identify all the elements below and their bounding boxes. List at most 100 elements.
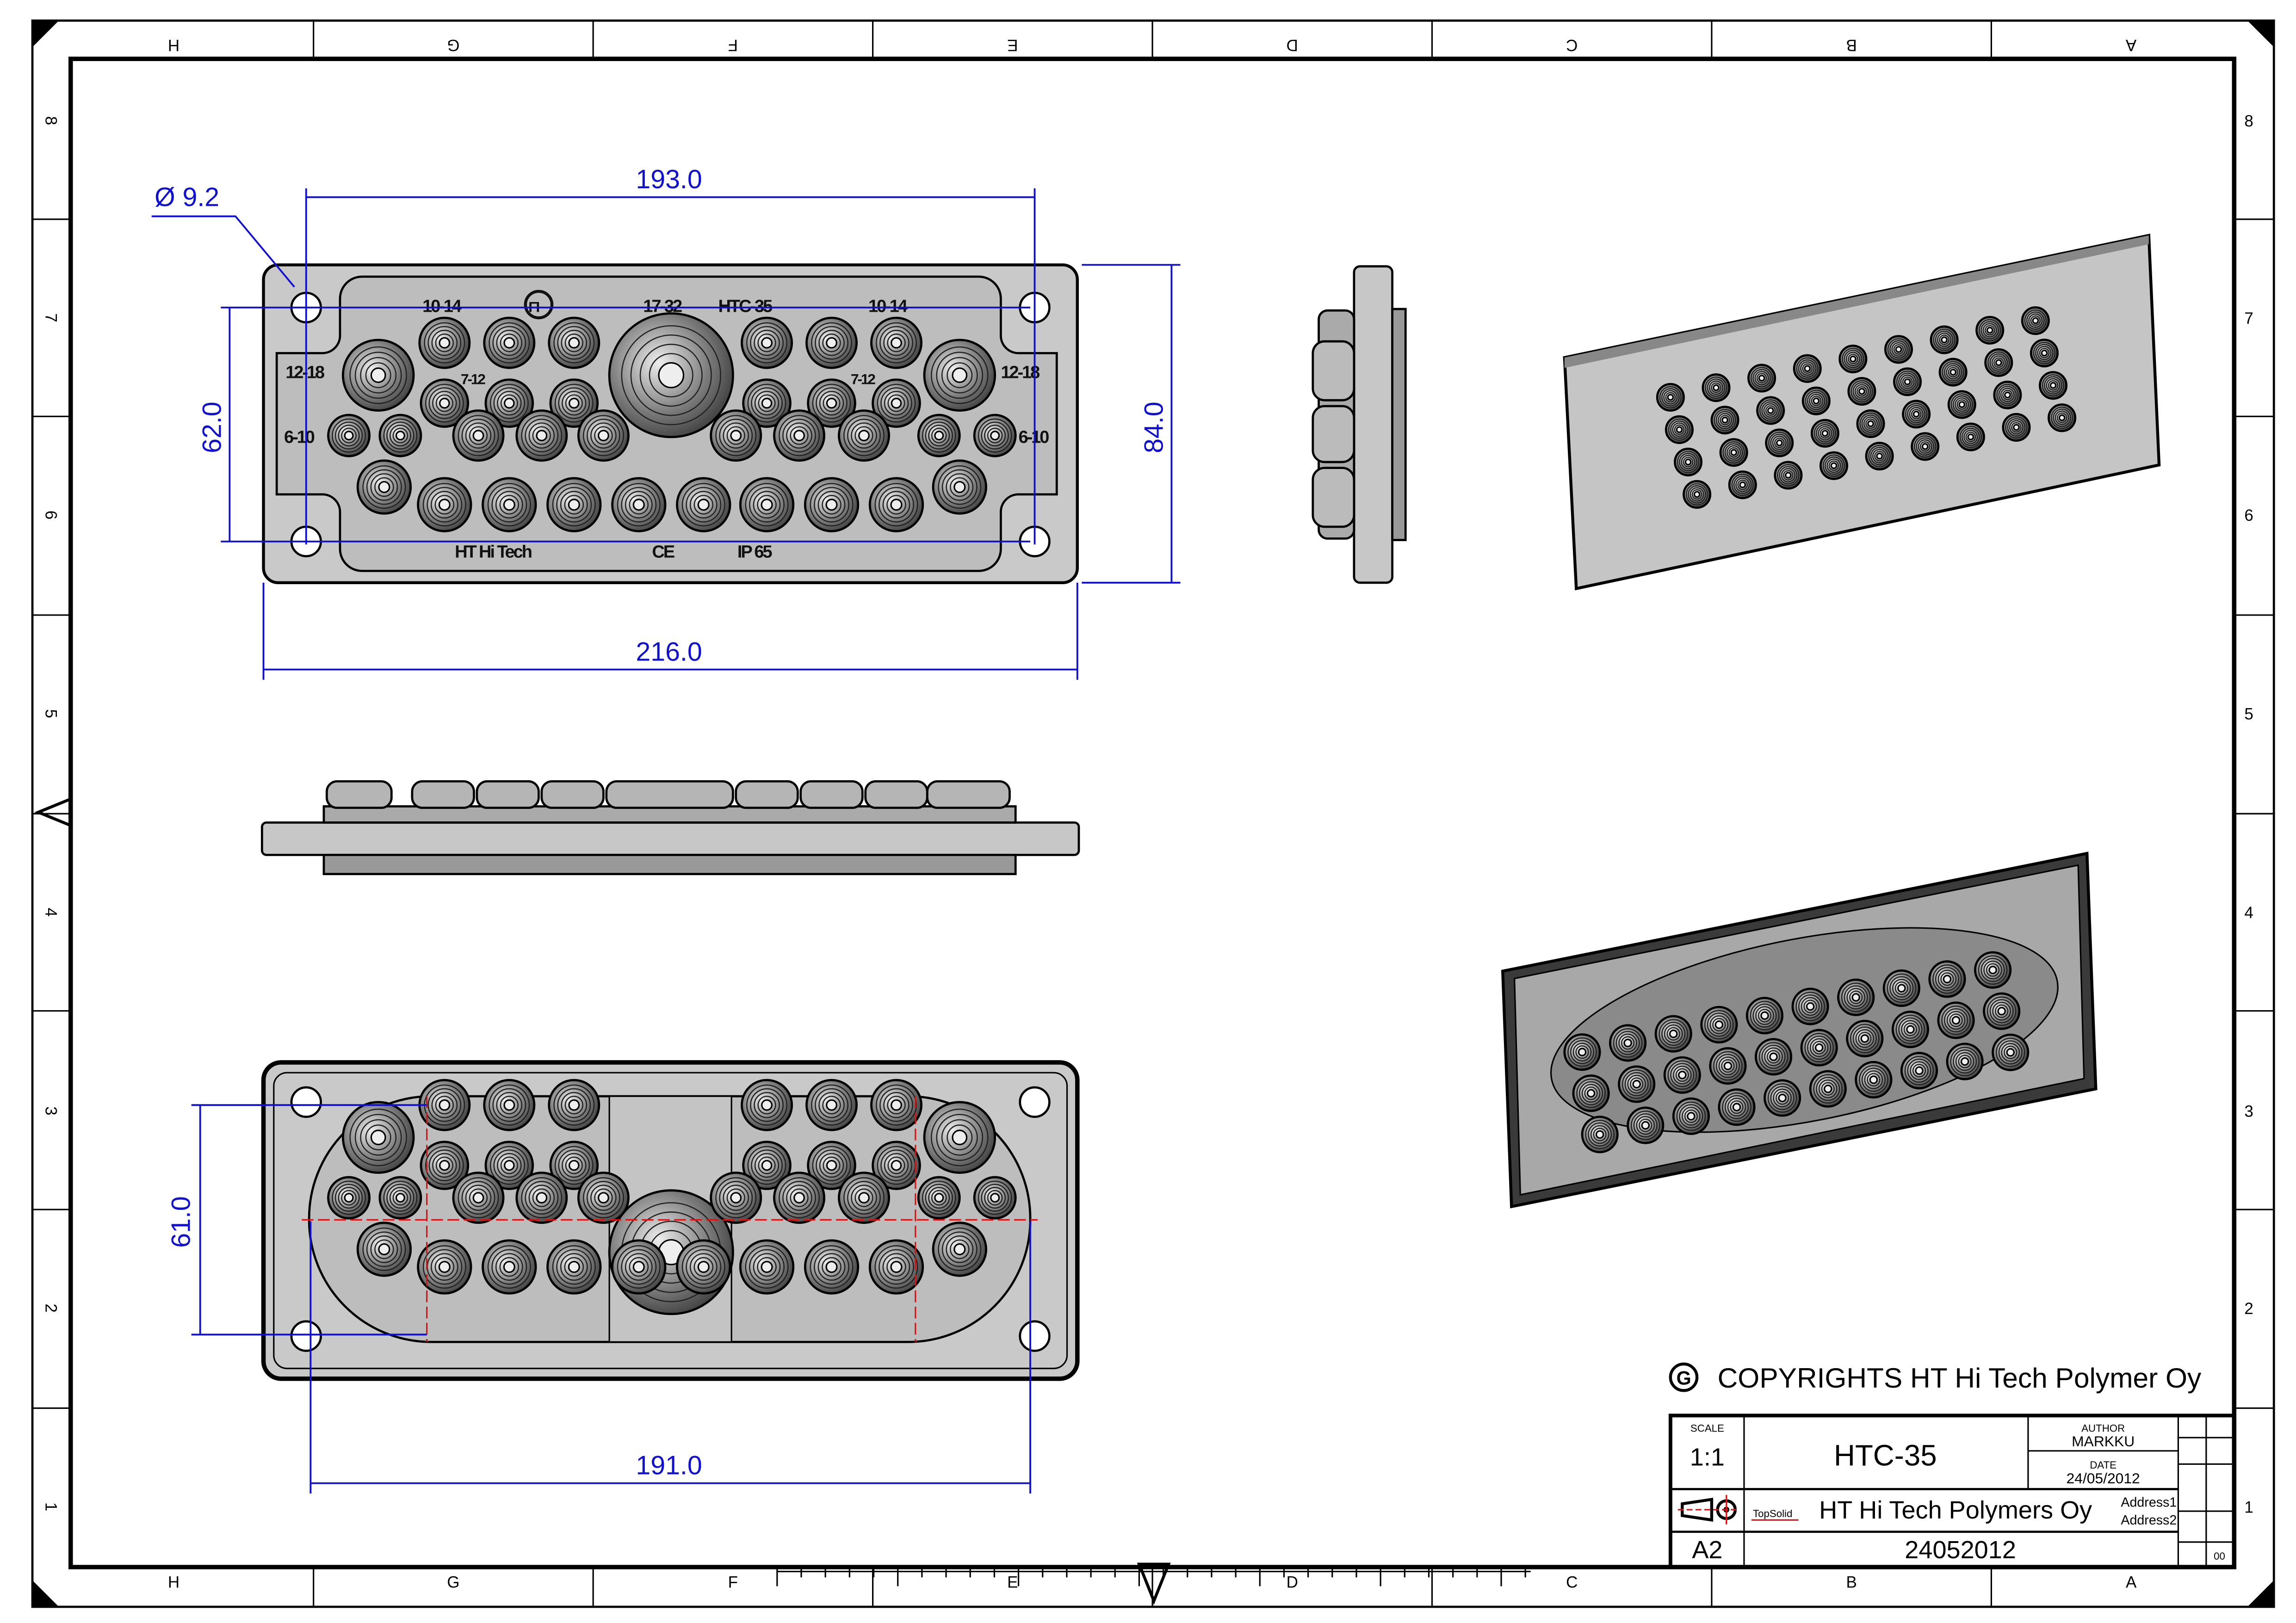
iso-grommet [1884, 335, 1913, 364]
dim-62: 62.0 [197, 401, 227, 453]
cable-grommet [482, 1239, 537, 1295]
iso-grommet [1846, 1019, 1884, 1057]
iso-grommet [1975, 315, 2005, 345]
dim-193: 193.0 [636, 165, 702, 194]
iso-grommet [1891, 1011, 1929, 1049]
drawing-title: HTC-35 [1834, 1439, 1937, 1472]
label-6-10-left: 6-10 [284, 427, 315, 447]
iso-grommet [1893, 367, 1922, 396]
cable-grommet [577, 1172, 630, 1224]
cable-grommet [932, 1222, 987, 1277]
back-dimensions [191, 1104, 1031, 1494]
iso-grommet [1747, 364, 1776, 393]
iso-grommet [1837, 978, 1875, 1016]
iso-grommet [1809, 1070, 1847, 1108]
iso-grommet [1902, 400, 1931, 429]
zone-letter-top: G [447, 36, 459, 54]
cable-grommet [420, 1141, 470, 1190]
dim-61: 61.0 [166, 1196, 196, 1247]
iso-grommet [1665, 415, 1694, 444]
cable-grommet [577, 409, 630, 462]
cable-grommet [710, 409, 762, 462]
iso-grommet [1663, 1056, 1701, 1094]
date-value: 24/05/2012 [2067, 1470, 2140, 1487]
cable-grommet [973, 1176, 1017, 1220]
address-2: Address2 [2121, 1513, 2177, 1528]
cable-grommet [341, 339, 415, 412]
cable-grommet [872, 1141, 921, 1190]
cable-grommet [546, 1239, 602, 1295]
iso-grommet [1618, 1065, 1656, 1103]
software-logo: TopSolid [1753, 1508, 1792, 1519]
cable-grommet [356, 459, 412, 515]
cable-grommet [917, 413, 961, 457]
cable-grommet [546, 477, 602, 532]
iso-grommet [1774, 461, 1803, 490]
cable-grommet [773, 409, 825, 462]
iso-grommet [1928, 960, 1966, 998]
front-dimensions [151, 188, 1181, 680]
cable-grommet [356, 1222, 412, 1277]
author-label: AUTHOR [2081, 1422, 2125, 1434]
iso-grommet [1856, 409, 1885, 438]
iso-grommet [1793, 354, 1822, 383]
title-block [1668, 1413, 2236, 1569]
iso-grommet [1581, 1116, 1619, 1154]
zone-letter-bottom: A [2126, 1574, 2137, 1592]
iso-grommet [1974, 951, 2012, 989]
zone-number-left: 4 [42, 908, 60, 917]
iso-grommet [1937, 1001, 1975, 1039]
cable-grommet [804, 477, 860, 532]
cable-grommet [805, 1079, 858, 1131]
iso-grommet [1563, 1033, 1601, 1071]
author-value: MARKKU [2072, 1433, 2135, 1450]
cable-grommet [327, 1176, 371, 1220]
iso-grommet [1728, 470, 1757, 500]
zone-number-left: 1 [42, 1502, 60, 1511]
scale-ruler [776, 1567, 1531, 1586]
iso-grommet [1947, 390, 1976, 419]
label-10-14-left: 10-14 [422, 296, 462, 316]
zone-number-left: 5 [42, 709, 60, 718]
cable-grommet [742, 378, 792, 428]
cable-grommet [741, 316, 793, 369]
iso-grommet [1900, 1052, 1938, 1090]
iso-grommet [1656, 383, 1685, 412]
zone-letter-top: D [1287, 36, 1298, 54]
iso-grommet [1800, 1029, 1838, 1067]
zone-number-right: 7 [2244, 309, 2253, 327]
iso-grommet [1719, 438, 1748, 467]
cable-grommet [611, 1239, 667, 1295]
iso-grommet [1609, 1024, 1647, 1062]
iso-grommet [1946, 1043, 1984, 1080]
zone-number-left: 6 [42, 511, 60, 519]
label-ip: IP 65 [737, 542, 772, 562]
cable-grommet [417, 477, 472, 532]
iso-grommet [1683, 480, 1712, 509]
iso-grommet [1755, 1038, 1793, 1076]
date-label: DATE [2090, 1459, 2117, 1471]
iso-grommet [1838, 345, 1868, 374]
iso-grommet [1700, 1006, 1738, 1044]
copyright-notice: G COPYRIGHTS HT Hi Tech Polymer Oy [1669, 1362, 2202, 1394]
cable-grommet [484, 1141, 534, 1190]
iso-grommet [1654, 1015, 1692, 1053]
cable-grommet [923, 1101, 996, 1174]
cable-grommet [452, 409, 505, 462]
cable-grommet [741, 1079, 793, 1131]
iso-grommet [1765, 428, 1794, 457]
iso-grommet [1911, 432, 1940, 461]
label-17-32: 17-32 [643, 296, 682, 316]
drawing-number: 24052012 [1905, 1536, 2016, 1564]
iso-grommet [1847, 377, 1876, 406]
zone-number-right: 3 [2244, 1103, 2253, 1121]
iso-grommet [1855, 1061, 1893, 1099]
cable-grommet [870, 1079, 922, 1131]
zone-letter-bottom: E [1007, 1574, 1018, 1592]
cable-grommet [773, 1172, 825, 1224]
iso-grommet [1672, 1097, 1710, 1135]
iso-grommet [1956, 422, 1985, 451]
zone-letter-bottom: G [447, 1574, 459, 1592]
iso-grommet [1674, 447, 1703, 476]
